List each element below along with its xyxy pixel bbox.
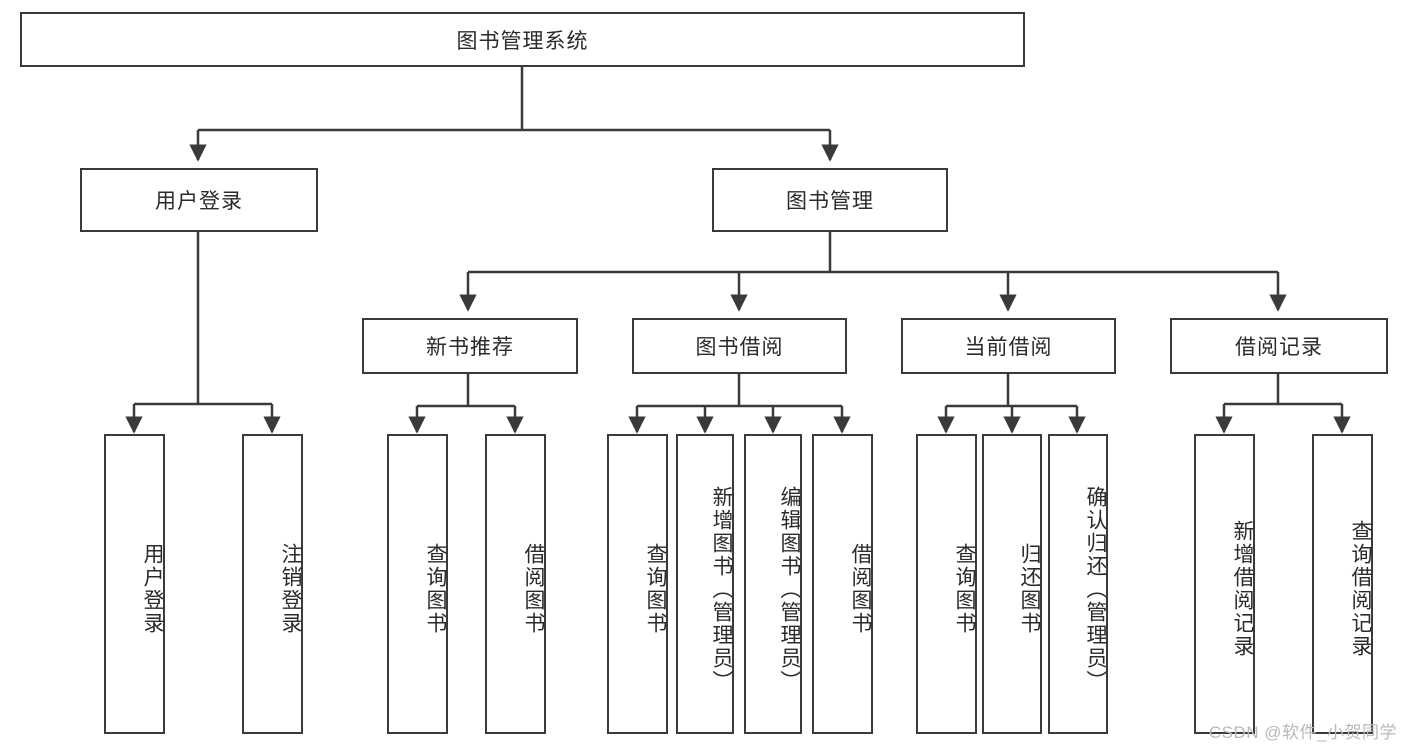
- node-user-login[interactable]: 用户登录: [80, 168, 318, 232]
- node-label: 查询图书: [424, 543, 447, 635]
- node-label: 新增借阅记录: [1231, 520, 1254, 658]
- node-label: 借阅记录: [1235, 336, 1323, 359]
- leaf-borrow-borrow-book[interactable]: 借阅图书: [812, 434, 873, 734]
- node-book-management[interactable]: 图书管理: [712, 168, 948, 232]
- csdn-watermark: CSDN @软件_小贺同学: [1208, 723, 1397, 742]
- leaf-current-confirm-return-admin[interactable]: 确认归还（管理员）: [1048, 434, 1108, 734]
- node-label: 图书借阅: [695, 336, 784, 359]
- leaf-current-query-book[interactable]: 查询图书: [916, 434, 977, 734]
- leaf-borrow-edit-book-admin[interactable]: 编辑图书（管理员）: [744, 434, 802, 734]
- node-label: 借阅图书: [522, 543, 545, 635]
- leaf-borrow-query-book[interactable]: 查询图书: [607, 434, 668, 734]
- node-label: 归还图书: [1018, 543, 1041, 635]
- node-label: 确认归还（管理员）: [1084, 485, 1107, 693]
- node-label: 新增图书（管理员）: [710, 485, 733, 693]
- node-label: 新书推荐: [426, 336, 514, 359]
- node-label: 借阅图书: [849, 543, 872, 635]
- leaf-record-query[interactable]: 查询借阅记录: [1312, 434, 1373, 734]
- leaf-user-login-login[interactable]: 用户登录: [104, 434, 165, 734]
- node-label: 编辑图书（管理员）: [778, 485, 801, 693]
- node-new-book-recommend[interactable]: 新书推荐: [362, 318, 578, 374]
- node-label: 图书管理系统: [456, 29, 589, 53]
- node-borrow-record[interactable]: 借阅记录: [1170, 318, 1388, 374]
- node-label: 查询图书: [644, 543, 667, 635]
- node-label: 图书管理: [786, 190, 874, 213]
- node-label: 查询借阅记录: [1349, 520, 1372, 658]
- leaf-record-add[interactable]: 新增借阅记录: [1194, 434, 1255, 734]
- leaf-borrow-add-book-admin[interactable]: 新增图书（管理员）: [676, 434, 734, 734]
- node-label: 当前借阅: [964, 336, 1053, 359]
- leaf-new-book-borrow[interactable]: 借阅图书: [485, 434, 546, 734]
- node-root-system[interactable]: 图书管理系统: [20, 12, 1025, 67]
- node-label: 查询图书: [953, 543, 976, 635]
- leaf-current-return-book[interactable]: 归还图书: [982, 434, 1042, 734]
- node-label: 注销登录: [279, 543, 302, 635]
- node-current-borrow[interactable]: 当前借阅: [901, 318, 1116, 374]
- leaf-new-book-query[interactable]: 查询图书: [387, 434, 448, 734]
- leaf-user-login-logout[interactable]: 注销登录: [242, 434, 303, 734]
- node-label: 用户登录: [155, 190, 243, 213]
- node-book-borrow[interactable]: 图书借阅: [632, 318, 847, 374]
- node-label: 用户登录: [141, 543, 164, 635]
